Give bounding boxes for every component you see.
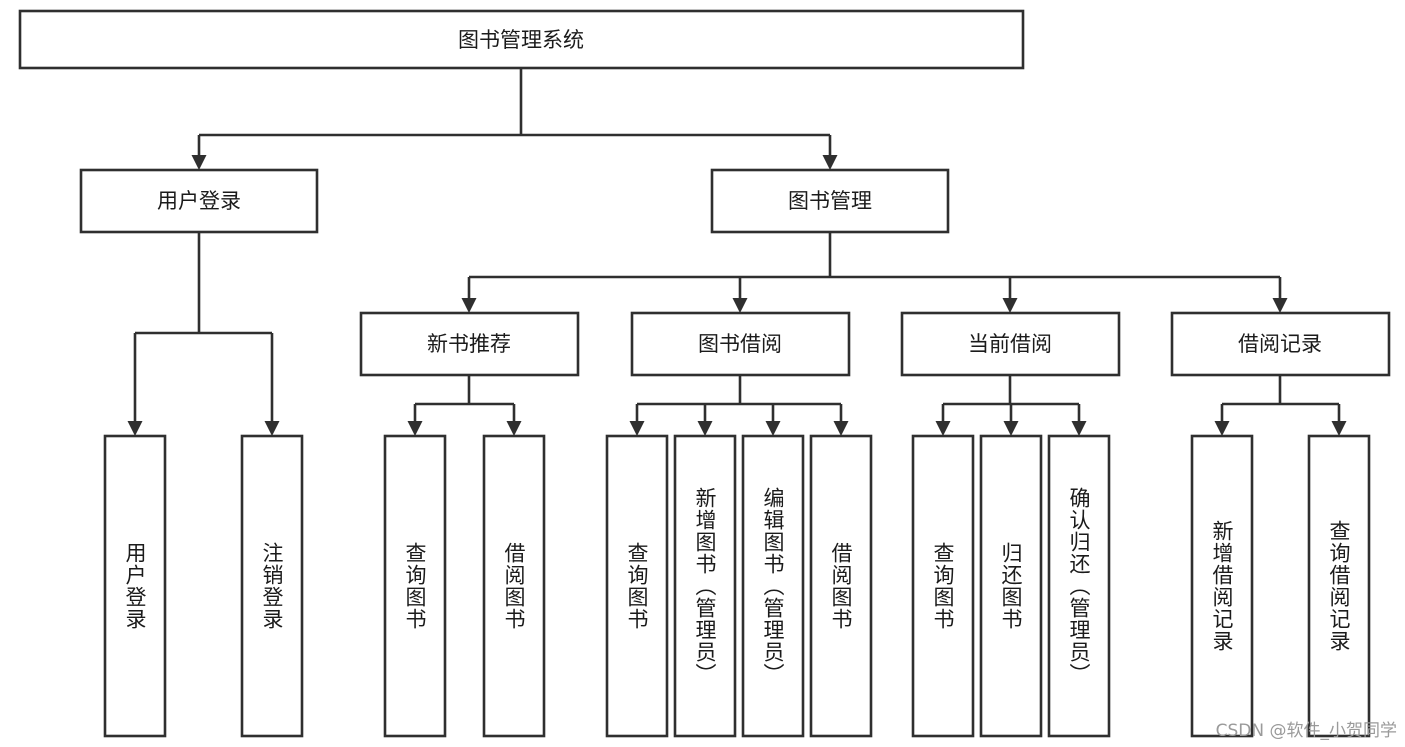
node-new-book-rec-box[interactable] [359, 311, 580, 377]
node-leaf-borrow-book-2-box[interactable] [809, 434, 873, 738]
node-leaf-return-book[interactable]: 归还图书 [979, 434, 1043, 738]
node-leaf-add-record-box[interactable] [1190, 434, 1254, 738]
arrow-icon-br-leaf1 [1214, 421, 1230, 436]
arrow-icon-bm-book-borrow [732, 298, 748, 313]
arrow-icon-bm-new-book-rec [461, 298, 477, 313]
node-root-label: 图书管理系统 [458, 28, 584, 52]
node-leaf-edit-book[interactable]: 编辑图书（管理员） [741, 434, 805, 738]
arrow-icon-bm-current-borrow [1002, 298, 1018, 313]
edges-user-login-to-leaves [127, 232, 280, 436]
node-leaf-add-book-box[interactable] [673, 434, 737, 738]
arrow-icon-bb-leaf4 [833, 421, 849, 436]
node-borrow-record-label: 借阅记录 [1238, 332, 1322, 356]
node-new-book-rec-label: 新书推荐 [427, 332, 511, 356]
node-leaf-borrow-book-2[interactable]: 借阅图书 [809, 434, 873, 738]
arrow-icon-cb-leaf1 [935, 421, 951, 436]
node-book-borrow[interactable]: 图书借阅 [630, 311, 851, 377]
node-leaf-add-record-label: 新增借阅记录 [1210, 520, 1234, 652]
node-leaf-borrow-book-1-box[interactable] [482, 434, 546, 738]
node-leaf-return-book-label: 归还图书 [999, 542, 1023, 630]
node-current-borrow-box[interactable] [900, 311, 1121, 377]
node-leaf-borrow-book-2-label: 借阅图书 [829, 542, 853, 630]
node-book-manage-label: 图书管理 [788, 189, 872, 213]
node-leaf-user-login-label: 用户登录 [123, 542, 147, 630]
arrow-icon-cb-leaf2 [1003, 421, 1019, 436]
node-leaf-query-record-box[interactable] [1307, 434, 1371, 738]
node-leaf-borrow-book-1-label: 借阅图书 [502, 542, 526, 630]
node-leaf-query-record-label: 查询借阅记录 [1327, 520, 1351, 652]
arrow-icon-root-to-book-manage [822, 155, 838, 170]
arrow-icon-nbr-leaf2 [506, 421, 522, 436]
node-current-borrow[interactable]: 当前借阅 [900, 311, 1121, 377]
node-leaf-query-book-3[interactable]: 查询图书 [911, 434, 975, 738]
arrow-icon-nbr-leaf1 [407, 421, 423, 436]
node-leaf-query-book-2-label: 查询图书 [625, 542, 649, 630]
arrow-icon-bm-borrow-record [1272, 298, 1288, 313]
arrow-icon-br-leaf2 [1331, 421, 1347, 436]
node-leaf-user-logout-box[interactable] [240, 434, 304, 738]
arrow-icon-bb-leaf2 [697, 421, 713, 436]
edges-new-book-rec-to-leaves [407, 375, 522, 436]
node-borrow-record[interactable]: 借阅记录 [1170, 311, 1391, 377]
node-leaf-add-book[interactable]: 新增图书（管理员） [673, 434, 737, 738]
node-leaf-query-book-2-box[interactable] [605, 434, 669, 738]
node-leaf-query-book-1[interactable]: 查询图书 [383, 434, 447, 738]
node-leaf-query-book-3-box[interactable] [911, 434, 975, 738]
node-leaf-confirm-return-box[interactable] [1047, 434, 1111, 738]
edges-root-to-level2 [191, 68, 838, 170]
edges-book-borrow-to-leaves [629, 375, 849, 436]
node-leaf-query-book-1-box[interactable] [383, 434, 447, 738]
node-leaf-add-record[interactable]: 新增借阅记录 [1190, 434, 1254, 738]
arrow-icon-user-login-leaf1 [127, 421, 143, 436]
node-book-borrow-box[interactable] [630, 311, 851, 377]
node-new-book-rec[interactable]: 新书推荐 [359, 311, 580, 377]
arrow-icon-root-to-user-login [191, 155, 207, 170]
node-borrow-record-box[interactable] [1170, 311, 1391, 377]
node-leaf-add-book-label: 新增图书（管理员） [693, 487, 717, 685]
node-book-manage[interactable]: 图书管理 [710, 168, 950, 234]
node-current-borrow-label: 当前借阅 [968, 332, 1052, 356]
edges-borrow-record-to-leaves [1214, 375, 1347, 436]
arrow-icon-user-login-leaf2 [264, 421, 280, 436]
node-root-box[interactable] [18, 9, 1025, 70]
node-leaf-query-book-1-label: 查询图书 [403, 542, 427, 630]
node-leaf-return-book-box[interactable] [979, 434, 1043, 738]
node-leaf-edit-book-box[interactable] [741, 434, 805, 738]
node-leaf-user-login-box[interactable] [103, 434, 167, 738]
node-leaf-user-logout[interactable]: 注销登录 [240, 434, 304, 738]
node-leaf-confirm-return[interactable]: 确认归还（管理员） [1047, 434, 1111, 738]
node-leaf-user-logout-label: 注销登录 [260, 542, 284, 630]
node-leaf-query-book-2[interactable]: 查询图书 [605, 434, 669, 738]
node-leaf-user-login[interactable]: 用户登录 [103, 434, 167, 738]
node-leaf-edit-book-label: 编辑图书（管理员） [761, 487, 785, 685]
node-book-borrow-label: 图书借阅 [698, 332, 782, 356]
node-leaf-query-book-3-label: 查询图书 [931, 542, 955, 630]
node-user-login-label: 用户登录 [157, 189, 241, 213]
node-root[interactable]: 图书管理系统 [18, 9, 1025, 70]
arrow-icon-cb-leaf3 [1071, 421, 1087, 436]
edges-current-borrow-to-leaves [935, 375, 1087, 436]
node-leaf-confirm-return-label: 确认归还（管理员） [1067, 487, 1091, 685]
arrow-icon-bb-leaf1 [629, 421, 645, 436]
node-leaf-borrow-book-1[interactable]: 借阅图书 [482, 434, 546, 738]
csdn-watermark: CSDN @软件_小贺同学 [1215, 721, 1397, 741]
edges-book-manage-to-level3 [461, 232, 1288, 313]
arrow-icon-bb-leaf3 [765, 421, 781, 436]
node-leaf-query-record[interactable]: 查询借阅记录 [1307, 434, 1371, 738]
node-user-login-box[interactable] [79, 168, 319, 234]
node-book-manage-box[interactable] [710, 168, 950, 234]
node-user-login[interactable]: 用户登录 [79, 168, 319, 234]
